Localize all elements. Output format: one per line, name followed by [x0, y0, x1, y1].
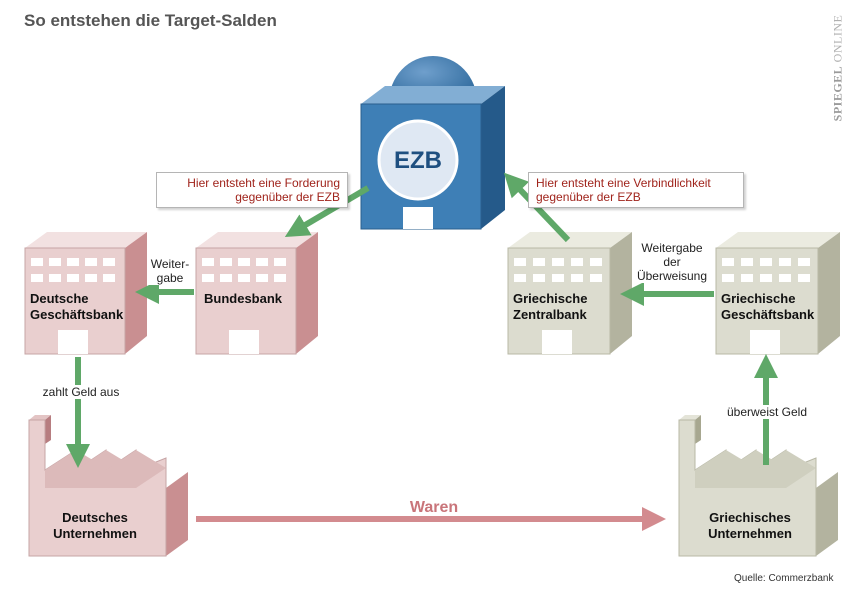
- bundesbank-building: [195, 232, 318, 355]
- griechische-geschaeftsbank-building: [715, 232, 840, 355]
- label-griechische-zentralbank: Griechische Zentralbank: [513, 291, 588, 322]
- callout-verbindlichkeit-text: Hier entsteht eine Verbindlichkeit gegen…: [536, 176, 711, 204]
- griechisches-unternehmen-factory: [678, 415, 838, 557]
- label-zahlt-geld-aus: zahlt Geld aus: [36, 385, 126, 399]
- label-deutsche-geschaeftsbank: Deutsche Geschäftsbank: [30, 291, 124, 322]
- label-weitergabe-left: Weiter-gabe: [148, 257, 192, 285]
- callout-verbindlichkeit: Hier entsteht eine Verbindlichkeit gegen…: [528, 172, 744, 208]
- ezb-building: [360, 56, 505, 230]
- label-deutsches-unternehmen: Deutsches Unternehmen: [53, 510, 137, 541]
- label-griechisches-unternehmen: Griechisches Unternehmen: [708, 510, 792, 541]
- callout-forderung-text: Hier entsteht eine Forderung gegenüber d…: [187, 176, 340, 204]
- griechische-zentralbank-building: [507, 232, 632, 355]
- label-bundesbank: Bundesbank: [204, 291, 283, 306]
- source-note: Quelle: Commerzbank: [734, 573, 834, 584]
- ezb-label: EZB: [394, 147, 442, 174]
- label-weitergabe-right: Weitergabe der Überweisung: [632, 241, 712, 283]
- deutsches-unternehmen-factory: [28, 415, 188, 557]
- label-griechische-geschaeftsbank: Griechische Geschäftsbank: [721, 291, 815, 322]
- label-ueberweist-geld: überweist Geld: [722, 405, 812, 419]
- callout-forderung: Hier entsteht eine Forderung gegenüber d…: [156, 172, 348, 208]
- deutsche-geschaeftsbank-building: [24, 232, 147, 355]
- page-title: So entstehen die Target-Salden: [24, 11, 277, 30]
- waren-label: Waren: [410, 499, 458, 516]
- arrow-zentralbank-to-ezb: [503, 172, 571, 243]
- arrow-ezb-to-bundesbank: [284, 185, 370, 238]
